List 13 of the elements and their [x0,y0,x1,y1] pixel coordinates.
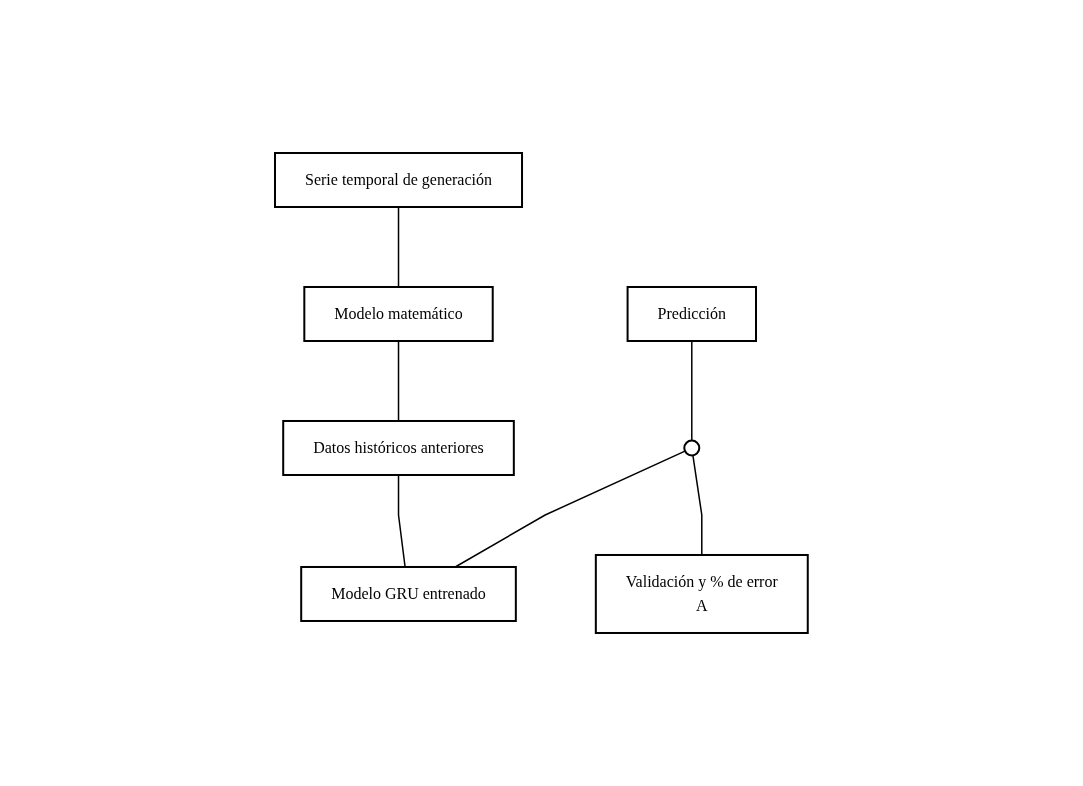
node-box: Validación y % de error A [594,554,809,634]
connector [397,474,406,568]
node-box: Predicción [626,286,758,342]
node-circle [683,439,701,457]
node-box: Modelo matemático [303,286,494,342]
connector [454,450,686,568]
node-box: Serie temporal de generación [274,152,524,208]
connector [692,454,703,556]
node-box: Datos históricos anteriores [282,420,515,476]
connector [397,340,400,422]
connector [397,206,400,288]
node-box: Modelo GRU entrenado [300,566,517,622]
connector [691,340,693,442]
